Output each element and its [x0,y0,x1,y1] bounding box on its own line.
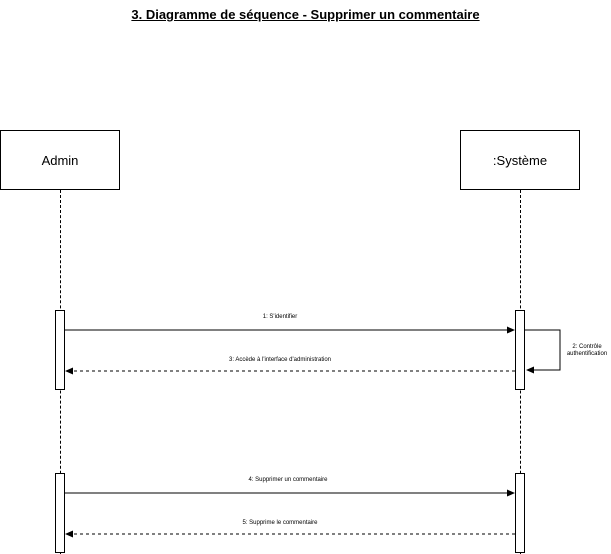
lifeline-admin: Admin [0,130,120,190]
message-label-m2-line2: authentification [566,351,608,357]
activation-systeme-2 [515,473,525,553]
diagram-title: 3. Diagramme de séquence - Supprimer un … [131,7,480,22]
message-label-m1: 1: S'identifier [262,314,298,320]
arrowhead-m4 [507,489,515,497]
arrow-m2 [525,329,561,371]
message-label-m3: 3: Accède à l'interface d'administration [228,357,331,363]
arrowhead-m1 [507,326,515,334]
message-label-m4: 4: Supprimer un commentaire [248,477,328,483]
message-label-m2-line1: 2: Contrôle [572,344,602,350]
message-label-m5: 5: Supprime le commentaire [242,520,318,526]
arrowhead-m2 [526,366,534,374]
activation-admin-1 [55,310,65,390]
lifeline-systeme-label: :Système [492,152,548,168]
arrowhead-m3 [65,367,73,375]
lifeline-admin-label: Admin [41,152,79,168]
activation-admin-2 [55,473,65,553]
lifeline-systeme: :Système [460,130,580,190]
activation-systeme-1 [515,310,525,390]
arrowhead-m5 [65,530,73,538]
